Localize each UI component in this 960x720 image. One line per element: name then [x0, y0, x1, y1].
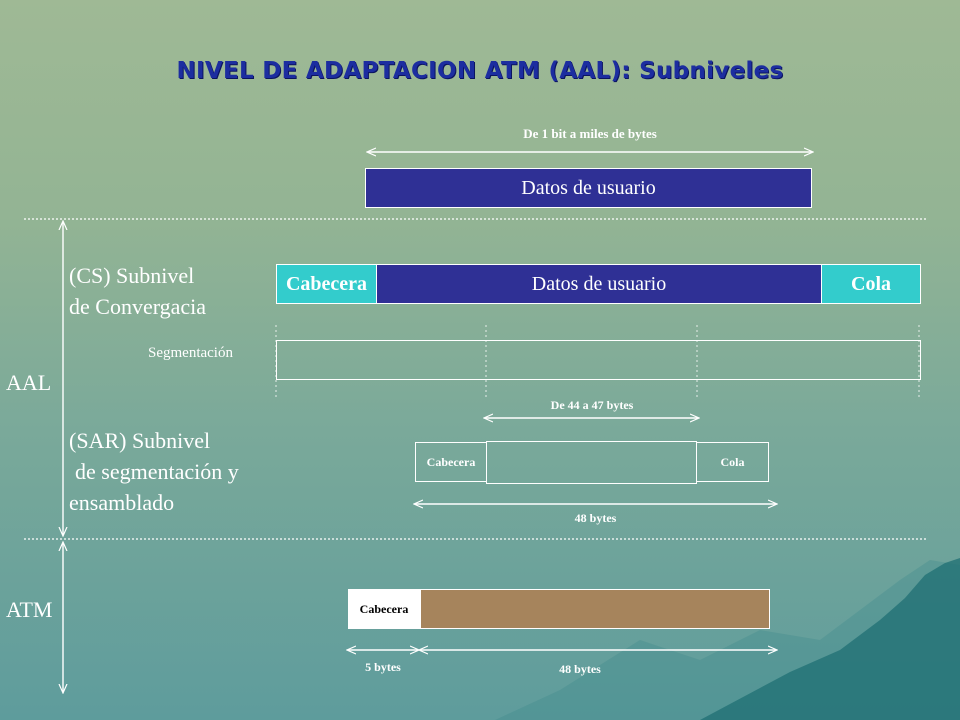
atm-label: ATM [6, 597, 53, 622]
atm-header-block: Cabecera [348, 589, 420, 629]
sar-trailer-block: Cola [696, 442, 769, 482]
sar-label-line2: de segmentación y [75, 459, 239, 484]
segmentation-block [276, 340, 921, 380]
cs-label-line2: de Convergacia [69, 294, 207, 319]
atm-header-size-label: 5 bytes [365, 660, 401, 674]
cs-trailer-block: Cola [821, 264, 921, 304]
sar-total-label: 48 bytes [574, 511, 617, 525]
user-data-block: Datos de usuario [365, 168, 812, 208]
atm-payload-size-label: 48 bytes [559, 662, 601, 676]
cs-user-data-block: Datos de usuario [376, 264, 822, 304]
aal-label: AAL [6, 370, 52, 395]
top-range-label: De 1 bit a miles de bytes [523, 126, 657, 141]
sar-payload-range-label: De 44 a 47 bytes [550, 398, 634, 412]
segmentation-label: Segmentación [148, 345, 233, 361]
mountain-decoration-dark [700, 558, 960, 720]
slide-title: NIVEL DE ADAPTACION ATM (AAL): Subnivele… [176, 58, 784, 84]
atm-payload-block [420, 589, 770, 629]
sar-payload-block [486, 441, 697, 484]
cs-label-line1: (CS) Subnivel [69, 263, 195, 288]
sar-header-block: Cabecera [415, 442, 487, 482]
cs-header-block: Cabecera [276, 264, 377, 304]
sar-label-line1: (SAR) Subnivel [69, 428, 211, 453]
sar-label-line3: ensamblado [69, 490, 175, 515]
